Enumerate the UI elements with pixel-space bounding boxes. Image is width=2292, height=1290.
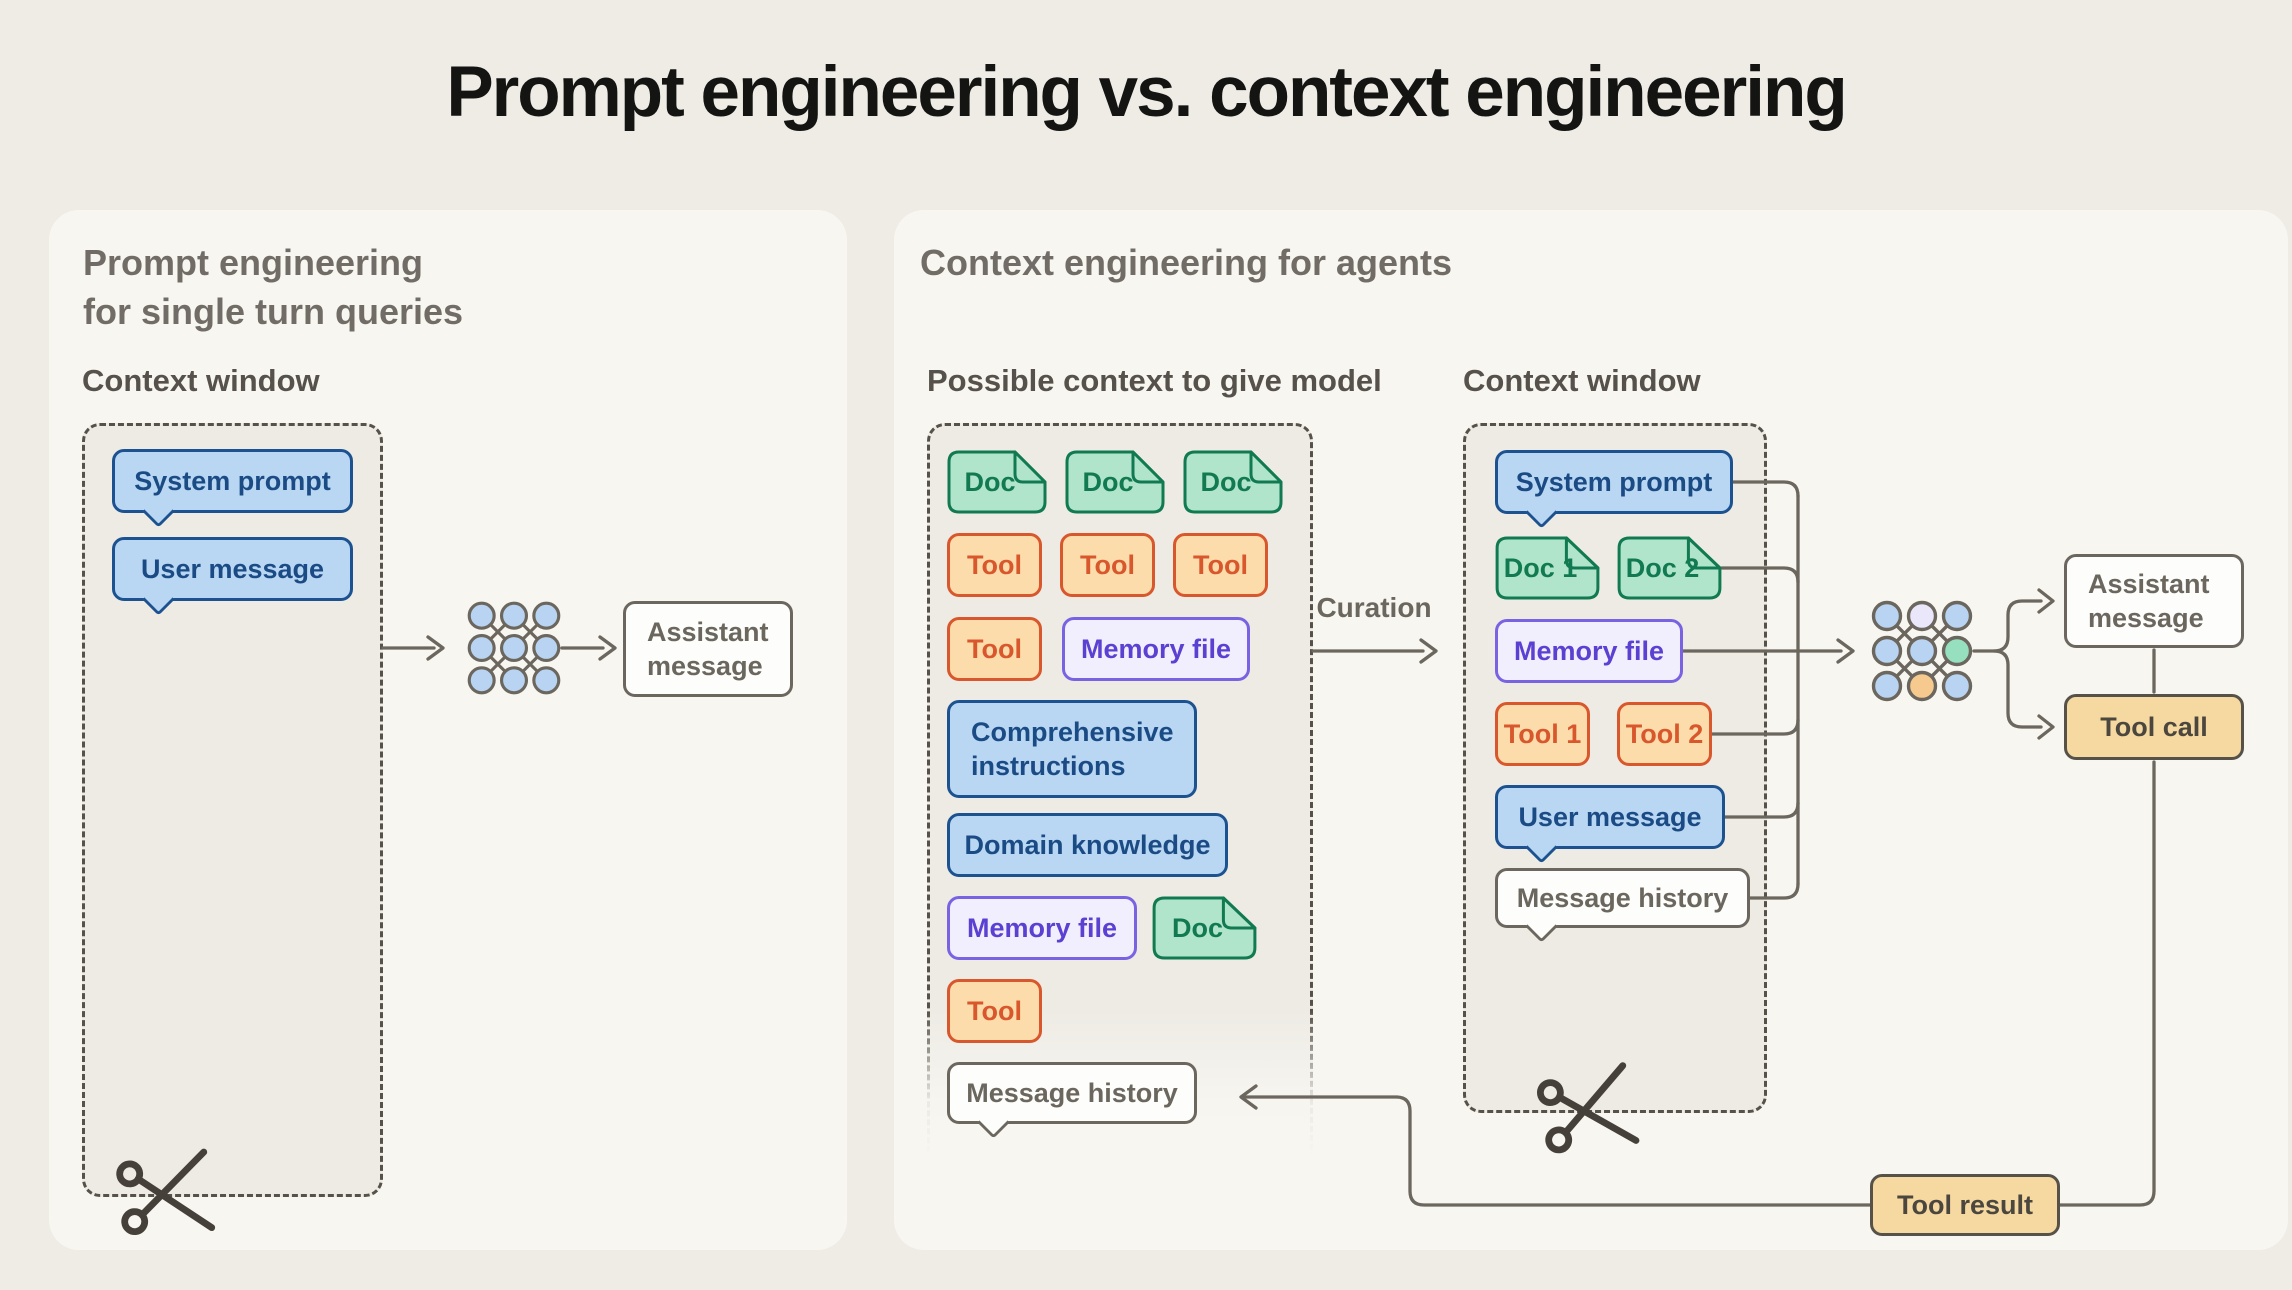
chip-label: Memory file <box>1513 635 1665 666</box>
chip-tool: Tool <box>947 533 1042 597</box>
chip-doc: Doc <box>1152 896 1257 960</box>
chip-label: Tool <box>967 995 1022 1026</box>
chip-message-history: Message history <box>1495 868 1750 928</box>
tool-result-box: Tool result <box>1870 1174 2060 1236</box>
chip-user-message: User message <box>112 537 353 601</box>
chip-tool-1: Tool 1 <box>1495 702 1590 766</box>
chip-label: User message <box>140 553 325 584</box>
chip-tool: Tool <box>1060 533 1155 597</box>
chip-label: User message <box>1518 801 1702 832</box>
model-neural-network-icon <box>467 601 561 695</box>
chip-label: Tool <box>1193 549 1248 580</box>
chip-label: Doc <box>1171 912 1223 943</box>
chip-tool-2: Tool 2 <box>1617 702 1712 766</box>
page-title: Prompt engineering vs. context engineeri… <box>446 53 1847 132</box>
chip-system-prompt: System prompt <box>112 449 353 513</box>
possible-context-label: Possible context to give model <box>927 363 1382 398</box>
box-label: Tool call <box>2100 711 2208 742</box>
chip-comprehensive-instructions: Comprehensive instructions <box>947 700 1197 798</box>
chip-label: Doc <box>1200 466 1252 497</box>
chip-memory-file: Memory file <box>1062 617 1250 681</box>
chip-memory-file: Memory file <box>1495 619 1683 683</box>
chip-label: Message history <box>1516 882 1729 913</box>
curation-label: Curation <box>1316 592 1432 623</box>
chip-label: Memory file <box>966 912 1118 943</box>
chip-tool: Tool <box>947 617 1042 681</box>
chip-label: Doc 1 <box>1503 552 1578 583</box>
scissors-icon <box>1536 1062 1640 1154</box>
assistant-message-box: Assistant message <box>623 601 793 697</box>
chip-doc: Doc <box>1183 450 1283 514</box>
chip-label: Doc 2 <box>1625 552 1700 583</box>
chip-doc-2: Doc 2 <box>1617 536 1722 600</box>
chip-tool: Tool <box>1173 533 1268 597</box>
chip-domain-knowledge: Domain knowledge <box>947 813 1228 877</box>
scissors-icon <box>116 1148 216 1236</box>
chip-label: Doc <box>964 466 1016 497</box>
right-context-window-label: Context window <box>1463 363 1701 398</box>
chip-label: Doc <box>1082 466 1134 497</box>
model-neural-network-icon <box>1871 600 1973 702</box>
chip-label: Domain knowledge <box>964 829 1211 860</box>
box-label: Assistant message <box>2088 569 2210 633</box>
chip-message-history: Message history <box>947 1062 1197 1124</box>
chip-label: Memory file <box>1080 633 1232 664</box>
chip-label: Tool <box>967 633 1022 664</box>
tool-call-box: Tool call <box>2064 694 2244 760</box>
chip-label: Message history <box>966 1077 1178 1108</box>
chip-label: Comprehensive instructions <box>971 717 1174 781</box>
left-panel-heading: Prompt engineering for single turn queri… <box>83 242 464 332</box>
assistant-message-box: Assistant message <box>2064 554 2244 648</box>
chip-doc: Doc <box>947 450 1047 514</box>
chip-tool: Tool <box>947 979 1042 1043</box>
chip-memory-file: Memory file <box>947 896 1137 960</box>
chip-system-prompt: System prompt <box>1495 450 1733 514</box>
chip-label: System prompt <box>1515 466 1713 497</box>
right-panel-heading: Context engineering for agents <box>920 242 1453 283</box>
chip-label: System prompt <box>134 465 331 496</box>
chip-label: Tool 2 <box>1625 718 1704 749</box>
chip-user-message: User message <box>1495 785 1725 849</box>
box-label: Assistant message <box>647 617 769 681</box>
box-label: Tool result <box>1896 1189 2033 1220</box>
chip-label: Tool 1 <box>1503 718 1582 749</box>
chip-label: Tool <box>967 549 1022 580</box>
chip-label: Tool <box>1080 549 1135 580</box>
chip-doc: Doc <box>1065 450 1165 514</box>
left-context-window-label: Context window <box>82 363 320 398</box>
chip-doc-1: Doc 1 <box>1495 536 1600 600</box>
